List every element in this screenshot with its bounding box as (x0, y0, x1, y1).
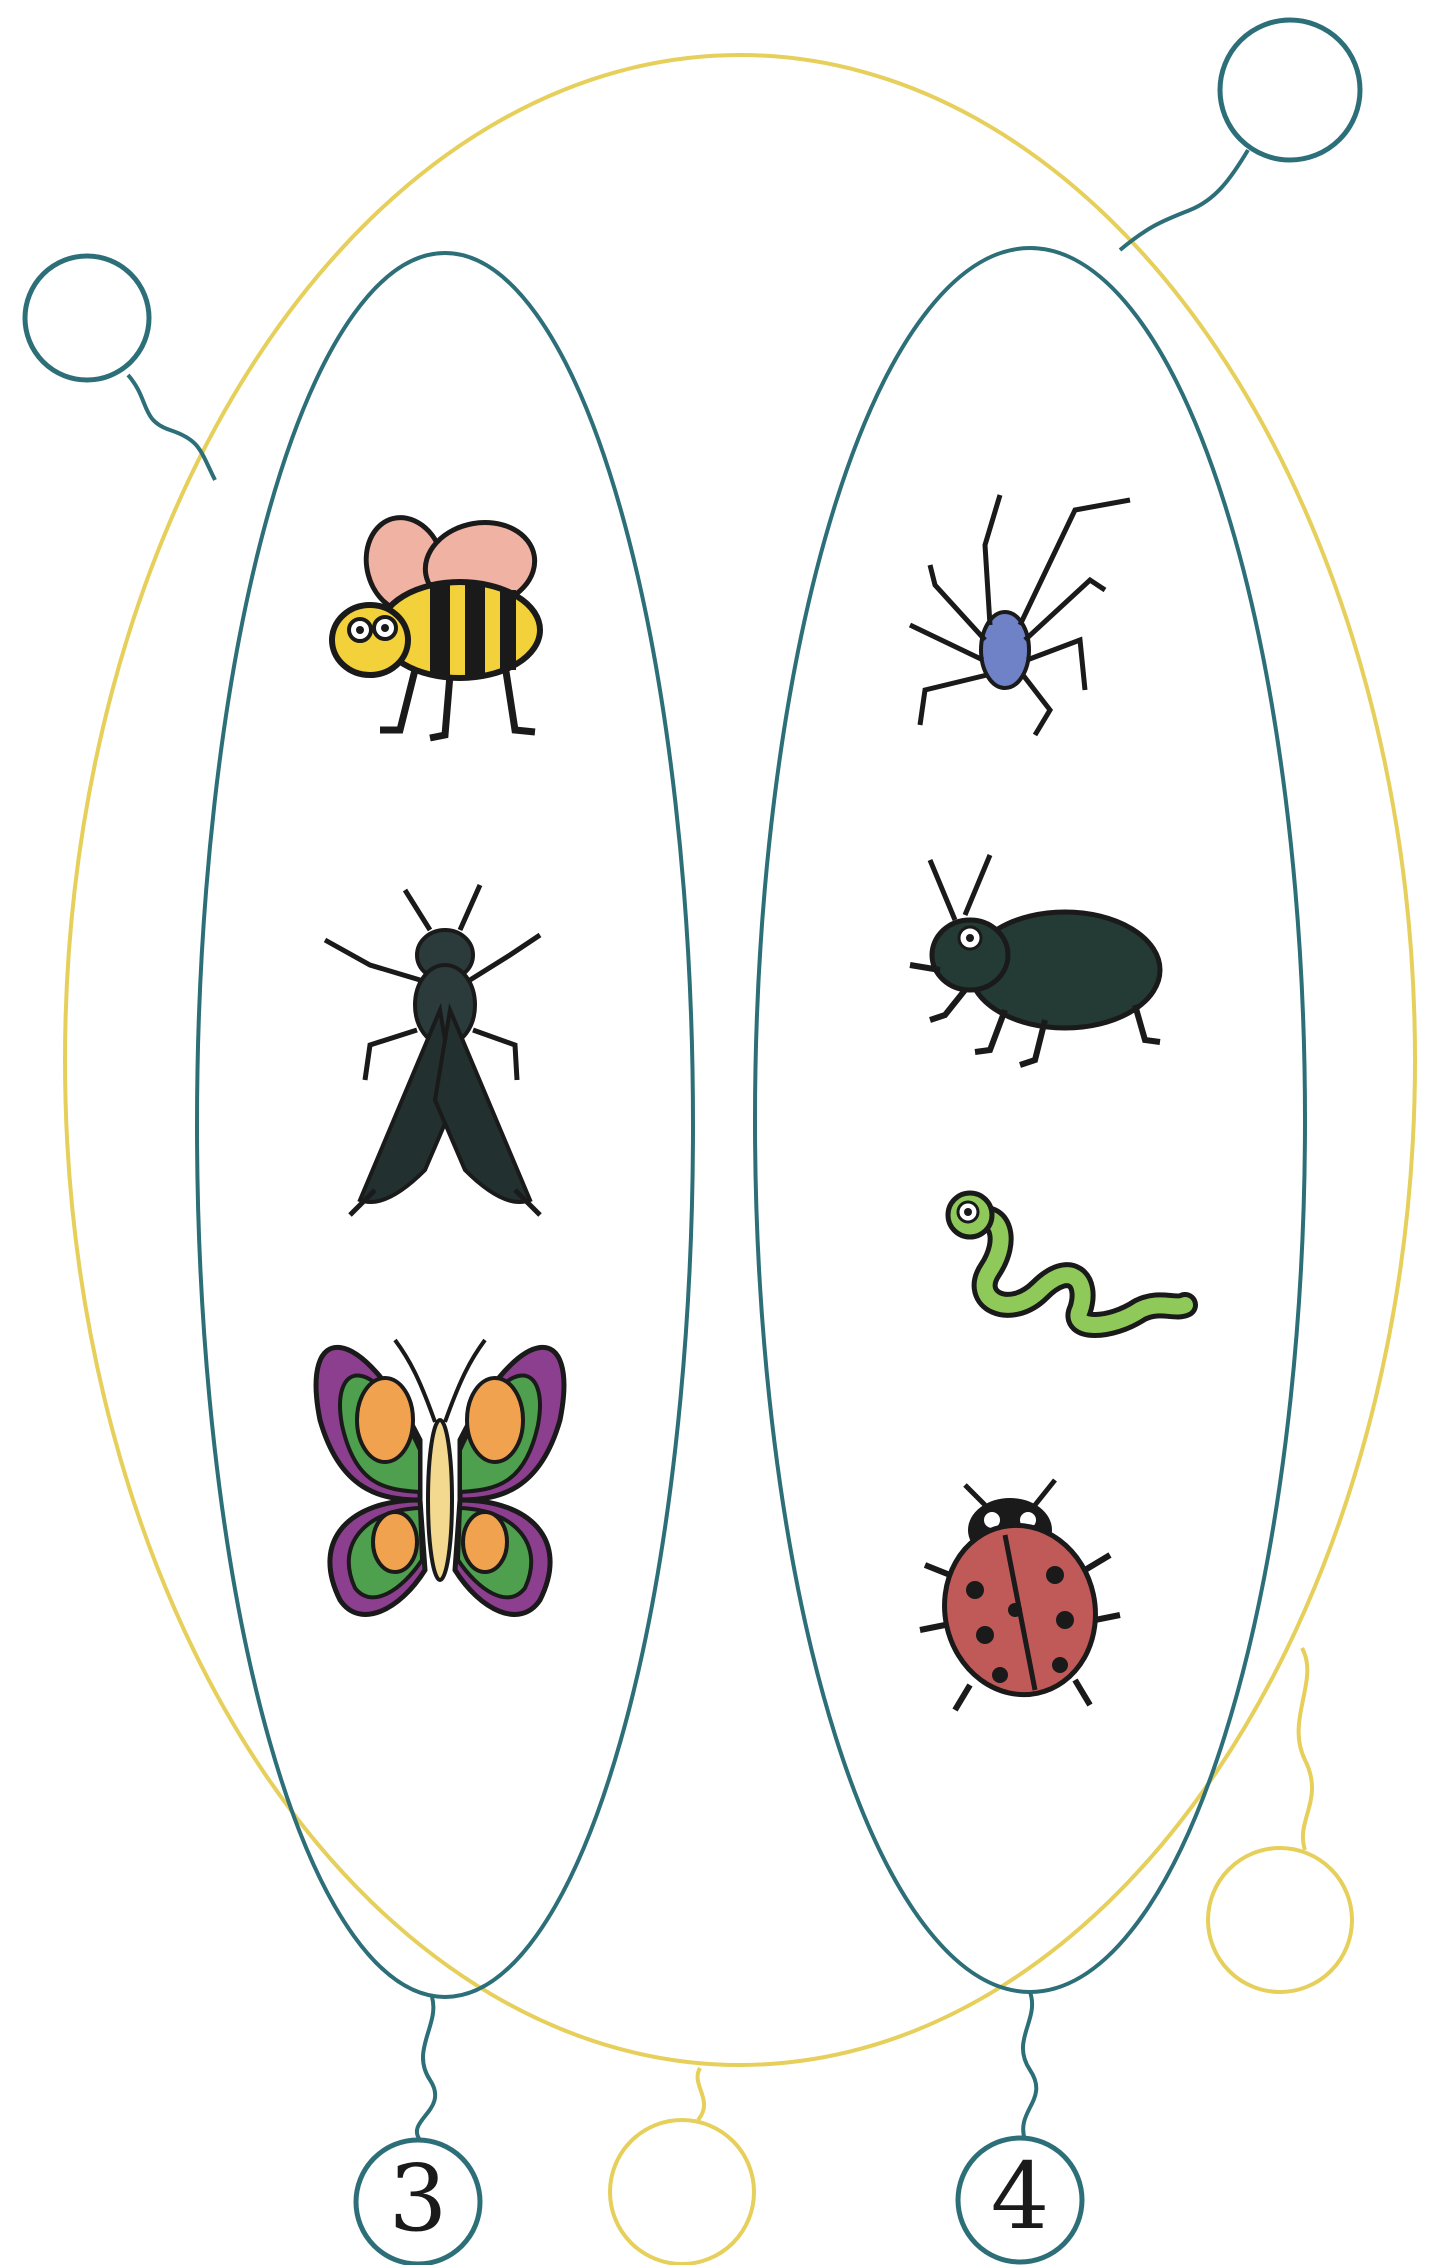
right-group-number: 4 (991, 2143, 1050, 2250)
right-inner-oval (755, 248, 1305, 1992)
fly-icon (325, 885, 540, 1215)
ladybug-icon (920, 1480, 1120, 1710)
bottom-center-label-circle[interactable] (610, 2068, 754, 2264)
butterfly-icon (316, 1340, 564, 1614)
top-right-label-circle[interactable] (1120, 20, 1360, 250)
outer-oval (65, 55, 1415, 2065)
bottom-right-label-circle[interactable] (1208, 1648, 1352, 1992)
top-left-label-circle[interactable] (25, 256, 215, 480)
left-group-number-circle: 3 (356, 1997, 480, 2264)
beetle-icon (910, 855, 1160, 1065)
left-group-number: 3 (389, 2145, 448, 2252)
right-group-number-circle: 4 (958, 1992, 1082, 2262)
bee-icon (332, 509, 541, 738)
worm-icon (948, 1193, 1185, 1325)
spider-icon (910, 495, 1130, 735)
